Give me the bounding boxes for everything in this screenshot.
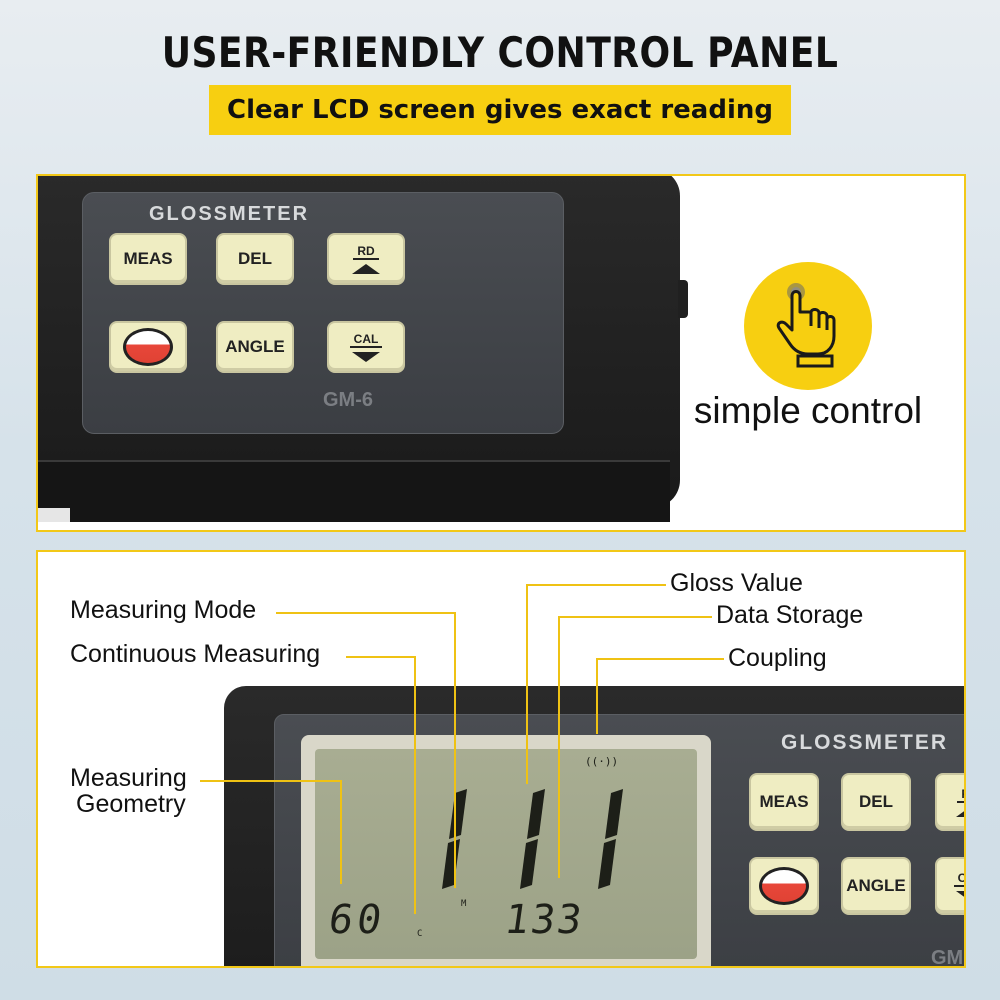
leader-continuous-vertical <box>414 656 416 914</box>
leader-continuous-horizontal <box>346 656 416 658</box>
leader-gloss-vertical <box>526 584 528 784</box>
cal-down-key-lcd-view[interactable]: CAL <box>935 857 964 915</box>
device-side-button <box>678 280 688 318</box>
leader-geometry-vertical <box>340 780 342 884</box>
leader-storage-vertical <box>558 616 560 878</box>
control-panel-closeup: GLOSSMETER MEAS DEL RD ANGLE CAL GM-6 <box>36 174 966 532</box>
rd-up-key-lcd-view[interactable]: RD <box>935 773 964 831</box>
power-key[interactable] <box>109 321 187 373</box>
arrow-down-icon <box>352 351 380 362</box>
angle-key-label: ANGLE <box>225 337 285 356</box>
meas-key-label: MEAS <box>759 792 809 811</box>
callout-measuring-geometry-line2: Geometry <box>76 790 186 818</box>
leader-storage-horizontal <box>558 616 712 618</box>
lcd-storage-readout: 133 <box>501 897 587 943</box>
lcd-continuous-indicator: C <box>417 929 423 939</box>
device-brand-title-lcd: GLOSSMETER <box>781 731 949 754</box>
del-key[interactable]: DEL <box>216 233 294 285</box>
rd-key-label: RD <box>353 244 379 260</box>
subheadline-text: Clear LCD screen gives exact reading <box>227 95 773 125</box>
callout-continuous-measuring: Continuous Measuring <box>70 640 321 668</box>
cal-key-label: CAL <box>349 332 383 348</box>
callout-coupling: Coupling <box>728 644 827 672</box>
pointing-hand-icon <box>776 283 836 368</box>
subheadline-banner: Clear LCD screen gives exact reading <box>209 85 791 135</box>
lcd-geometry-readout: 60 <box>325 897 389 943</box>
callout-measuring-mode: Measuring Mode <box>70 596 257 624</box>
arrow-up-icon <box>956 806 964 817</box>
callout-measuring-geometry-line1: Measuring <box>70 764 187 792</box>
angle-key[interactable]: ANGLE <box>216 321 294 373</box>
angle-key-lcd-view[interactable]: ANGLE <box>841 857 911 915</box>
angle-key-label: ANGLE <box>846 876 906 895</box>
cal-down-key[interactable]: CAL <box>327 321 405 373</box>
meas-key-lcd-view[interactable]: MEAS <box>749 773 819 831</box>
gloss-value-digits <box>442 789 623 889</box>
device-sticker <box>38 508 70 522</box>
lcd-screen: 60 C M 133 ((·)) <box>315 749 697 959</box>
feature-icon-badge <box>744 262 872 390</box>
lcd-mode-indicator: M <box>461 899 467 909</box>
callout-data-storage: Data Storage <box>716 601 864 629</box>
device-lower-housing <box>38 460 670 522</box>
lcd-bezel: 60 C M 133 ((·)) <box>301 735 711 966</box>
device-model-label-lcd: GM-6 <box>931 947 964 968</box>
power-icon <box>759 867 809 905</box>
lcd-coupling-indicator: ((·)) <box>585 755 619 768</box>
arrow-down-icon <box>956 890 964 901</box>
power-key-lcd-view[interactable] <box>749 857 819 915</box>
del-key-label: DEL <box>859 792 893 811</box>
cal-key-label: CAL <box>953 871 964 887</box>
device-model-label: GM-6 <box>323 389 373 411</box>
rd-key-label: RD <box>957 787 964 803</box>
device-faceplate: GLOSSMETER MEAS DEL RD ANGLE CAL GM-6 <box>82 192 564 434</box>
arrow-up-icon <box>352 263 380 274</box>
leader-gloss-horizontal <box>526 584 666 586</box>
callout-gloss-value: Gloss Value <box>670 569 803 597</box>
leader-mode-horizontal <box>276 612 456 614</box>
leader-coupling-vertical <box>596 658 598 734</box>
device-body: GLOSSMETER MEAS DEL RD ANGLE CAL GM-6 <box>38 176 688 522</box>
leader-mode-vertical <box>454 612 456 888</box>
rd-up-key[interactable]: RD <box>327 233 405 285</box>
page-headline: USER-FRIENDLY CONTROL PANEL <box>161 28 839 77</box>
feature-label: simple control <box>693 390 923 431</box>
power-icon <box>123 328 173 366</box>
lcd-annotation-panel: 60 C M 133 ((·)) GLOSSMETER MEAS DEL RD … <box>36 550 966 968</box>
del-key-lcd-view[interactable]: DEL <box>841 773 911 831</box>
leader-coupling-horizontal <box>596 658 724 660</box>
meas-key-label: MEAS <box>123 249 173 268</box>
device-brand-title: GLOSSMETER <box>149 203 310 225</box>
meas-key[interactable]: MEAS <box>109 233 187 285</box>
del-key-label: DEL <box>238 249 272 268</box>
device-faceplate-lcd: 60 C M 133 ((·)) GLOSSMETER MEAS DEL RD … <box>274 714 964 968</box>
leader-geometry-horizontal <box>200 780 342 782</box>
